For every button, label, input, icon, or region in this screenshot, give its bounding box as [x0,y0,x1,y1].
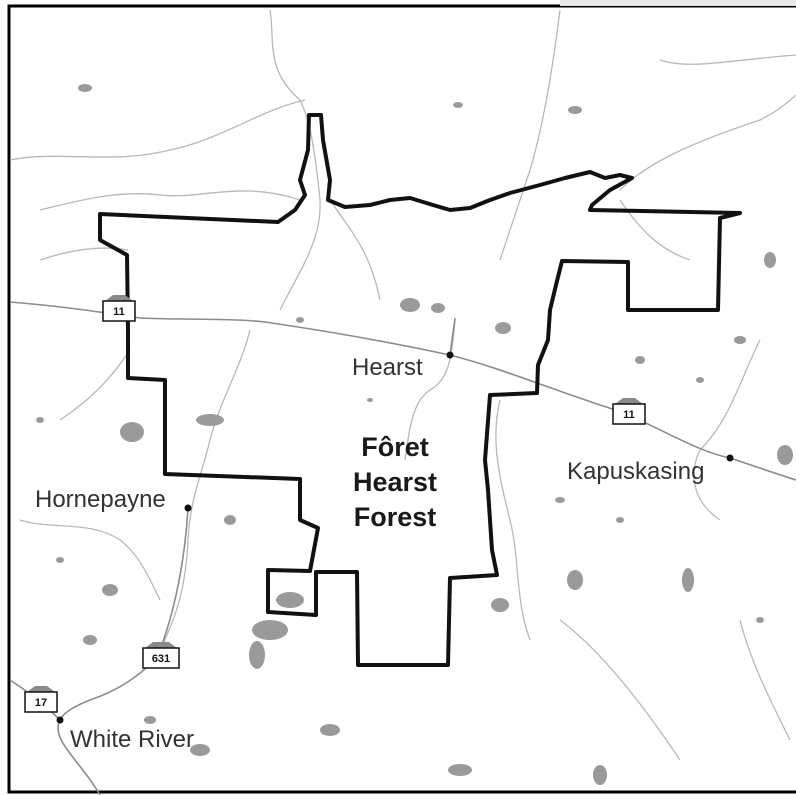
svg-text:631: 631 [152,653,170,665]
lakes [36,84,793,785]
highway-shield-631: 631 [142,642,180,669]
forest-name-line-3: Forest [353,502,437,532]
hearst-dot [446,351,454,359]
white-river-dot [56,716,64,724]
town-markers [56,351,734,724]
town-label-hornepayne: Hornepayne [35,486,166,513]
forest-name-line-1: Fôret [361,432,429,462]
town-label-white-river: White River [70,726,195,753]
forest-boundary [98,113,742,667]
highway-shield-11-east: 11 [612,398,646,425]
forest-name-label: Fôret Hearst Forest [315,430,475,535]
highway-shield-11-west: 11 [102,295,136,322]
svg-text:11: 11 [113,306,125,318]
map-border [7,4,796,794]
rivers [9,9,796,761]
svg-text:17: 17 [35,697,47,709]
forest-name-line-2: Hearst [352,467,438,497]
town-label-hearst: Hearst [352,354,423,381]
town-label-kapuskasing: Kapuskasing [567,458,705,485]
roads [9,301,796,795]
highway-shield-17: 17 [24,686,58,713]
hornepayne-dot [184,504,192,512]
svg-text:11: 11 [623,409,635,421]
kapuskasing-dot [726,454,734,462]
map-top-strip [560,0,796,6]
